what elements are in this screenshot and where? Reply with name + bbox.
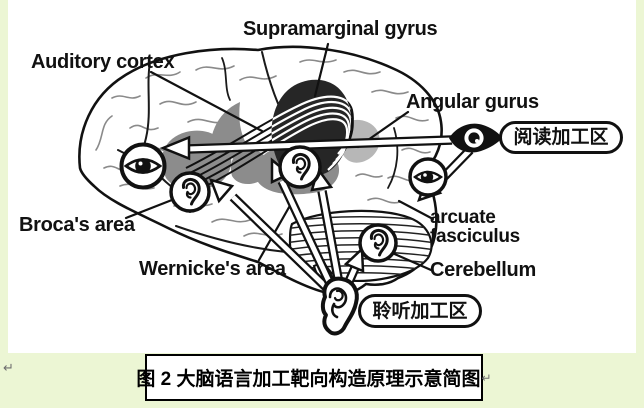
label-broca-area: Broca's area	[19, 214, 135, 236]
pointer-cerebellum	[388, 250, 433, 272]
listening-callout-box: 聆听加工区	[358, 294, 482, 328]
figure-caption-text: 图 2 大脑语言加工靶向构造原理示意简图	[136, 369, 481, 390]
label-arcuate-fasciculus: arcuate fasciculus	[430, 208, 520, 246]
label-angular-gyrus: Angular gurus	[406, 91, 539, 113]
reading-callout-box: 阅读加工区	[499, 121, 623, 154]
arrow-ear-to-wernicke-right	[310, 166, 345, 290]
pointer-supramarginal	[313, 42, 330, 98]
label-wernicke-area: Wernicke's area	[139, 258, 286, 280]
label-arcuate-line2: fasciculus	[430, 226, 520, 247]
caption-return-mark: ↵	[481, 370, 492, 385]
pointer-broca	[124, 196, 179, 220]
eye-icon-auditory	[119, 142, 167, 190]
pointer-auditory	[149, 70, 264, 133]
label-supramarginal-gyrus: Supramarginal gyrus	[243, 18, 438, 40]
pointer-arcuate	[397, 199, 435, 221]
eye-icon-occipital	[408, 157, 448, 197]
paragraph-return-mark: ↵	[3, 360, 14, 375]
ear-icon-broca	[169, 171, 211, 213]
label-cerebellum: Cerebellum	[430, 259, 536, 281]
brain-sulci	[95, 59, 431, 253]
ear-icon-listening	[320, 276, 359, 336]
arrow-reading-to-auditory	[159, 135, 453, 161]
eye-icon-reading	[449, 123, 502, 153]
ear-icon-cerebellum	[358, 223, 398, 263]
figure-caption-box: 图 2 大脑语言加工靶向构造原理示意简图↵	[136, 354, 492, 401]
arrow-ear-to-broca	[208, 178, 334, 295]
label-auditory-cortex: Auditory cortex	[31, 51, 175, 73]
ear-icon-wernicke	[278, 145, 322, 189]
label-arcuate-line1: arcuate	[430, 207, 496, 228]
pointer-wernicke	[257, 200, 294, 262]
